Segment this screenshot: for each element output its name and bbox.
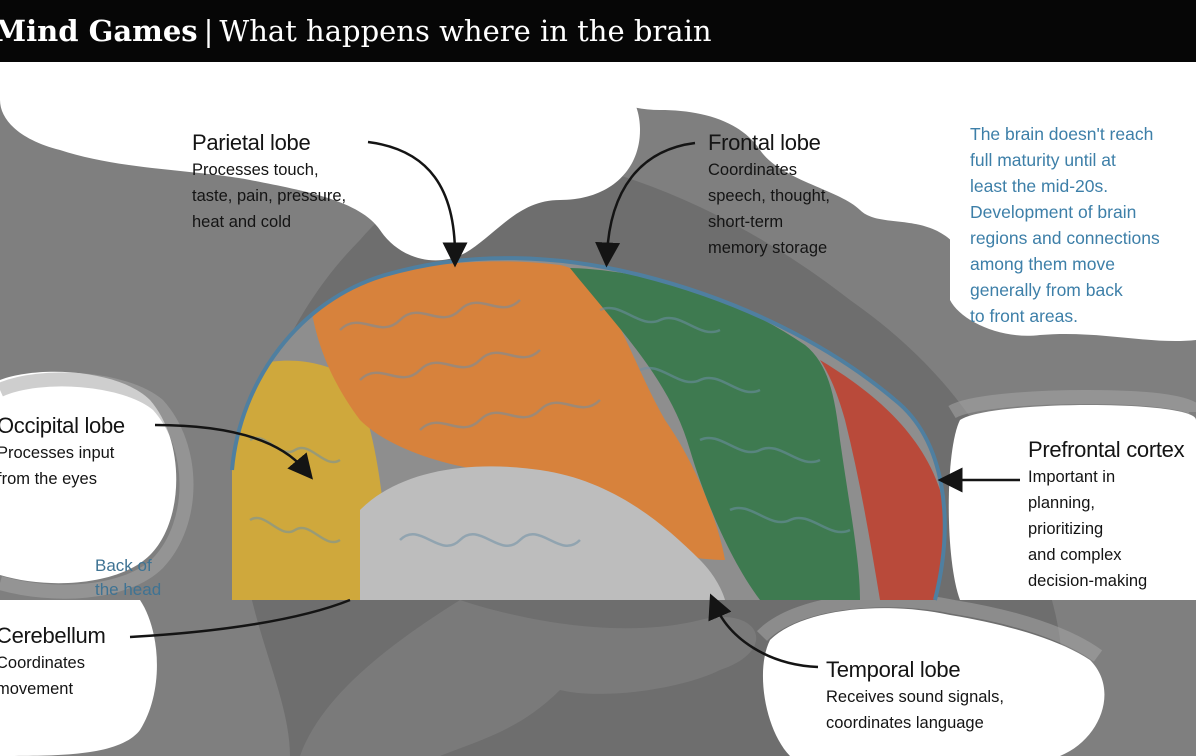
frontal-name: Frontal lobe xyxy=(708,130,821,155)
brainstem xyxy=(300,600,757,756)
maturity-note: The brain doesn't reach full maturity un… xyxy=(970,124,1160,326)
frontal-description: Coordinates speech, thought, short-term … xyxy=(708,161,831,257)
temporal-region xyxy=(360,466,725,600)
bubble-halos xyxy=(0,372,1196,662)
prefrontal-region xyxy=(820,360,945,600)
occipital-region xyxy=(232,360,390,600)
frontal-region xyxy=(570,268,860,600)
cerebellum-description: Coordinates movement xyxy=(0,654,85,698)
frontal-label: Frontal lobe Coordinates speech, thought… xyxy=(708,129,830,261)
occipital-name: Occipital lobe xyxy=(0,413,125,438)
parietal-region xyxy=(310,261,725,560)
title-bar: Mind Games|What happens where in the bra… xyxy=(0,0,1196,62)
occipital-label: Occipital lobe Processes input from the … xyxy=(0,412,125,492)
prefrontal-name: Prefrontal cortex xyxy=(1028,437,1185,462)
occipital-description: Processes input from the eyes xyxy=(0,444,115,488)
parietal-arrow xyxy=(367,140,468,268)
leader-arrows xyxy=(129,140,1020,669)
back-of-head-label: Back of the head xyxy=(95,556,162,599)
cerebellum-name: Cerebellum xyxy=(0,623,106,648)
title-separator: | xyxy=(203,14,214,48)
parietal-name: Parietal lobe xyxy=(192,130,311,155)
temporal-name: Temporal lobe xyxy=(826,657,961,682)
cerebellum-arrow xyxy=(129,598,351,639)
parietal-label: Parietal lobe Processes touch, taste, pa… xyxy=(192,129,346,235)
temporal-description: Receives sound signals, coordinates lang… xyxy=(826,688,1004,732)
temporal-arrow xyxy=(708,593,819,669)
occipital-arrow xyxy=(154,423,314,480)
frontal-arrow xyxy=(595,141,696,268)
title-subtitle: What happens where in the brain xyxy=(219,14,712,48)
temporal-label: Temporal lobe Receives sound signals, co… xyxy=(826,656,1004,736)
prefrontal-label: Prefrontal cortex Important in planning,… xyxy=(1028,436,1185,594)
prefrontal-description: Important in planning, prioritizing and … xyxy=(1028,468,1148,590)
callout-bubbles xyxy=(0,62,1196,756)
parietal-description: Processes touch, taste, pain, pressure, … xyxy=(192,161,347,231)
brain-outline xyxy=(230,256,947,601)
title-main: Mind Games xyxy=(0,14,198,48)
cerebellum-label: Cerebellum Coordinates movement xyxy=(0,622,106,702)
